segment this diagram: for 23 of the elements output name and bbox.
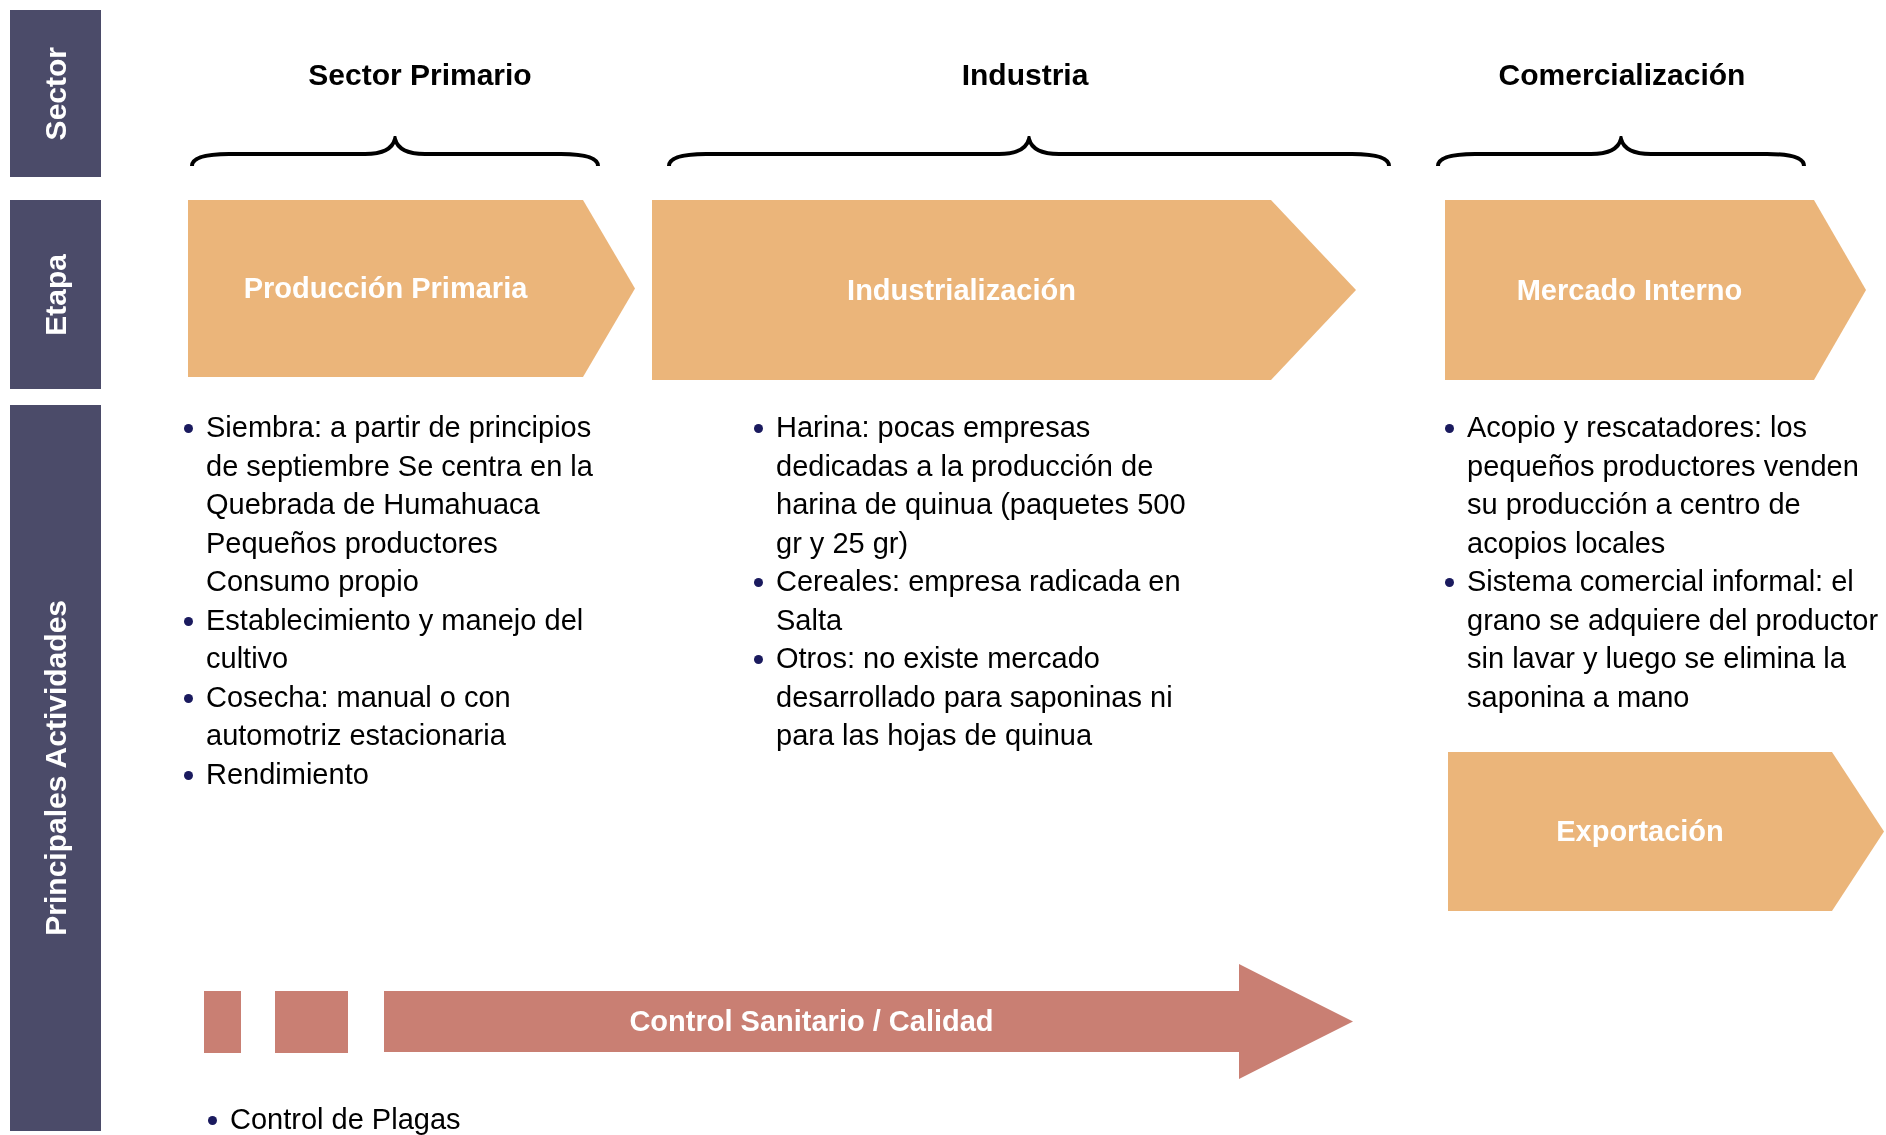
row-header-band: Etapa [10, 200, 101, 389]
stage-chevron: Producción Primaria [188, 200, 635, 377]
stage-chevron: Exportación [1448, 752, 1884, 911]
row-header-band: Principales Actividades [10, 405, 101, 1131]
bullet-item: Control de Plagas [204, 1100, 704, 1135]
bullet-item: Cereales: empresa radicada en Salta [750, 562, 1190, 639]
bullet-item: Otros: no existe mercado desarrollado para saponinas ni para las hojas de quinua [750, 639, 1190, 755]
bullet-item: Sistema comercial informal: el grano se adquiere del productor sin lavar y luego se elimina la saponina a mano [1441, 562, 1886, 716]
stage-chevron: Industrialización [652, 200, 1356, 380]
row-header-band: Sector [10, 10, 101, 177]
column-heading: Industria [960, 58, 1090, 92]
bullet-item: Acopio y rescatadores: los pequeños productores venden su producción a centro de acopios locales [1441, 408, 1886, 562]
column-heading: Sector Primario [307, 58, 533, 92]
dash-block [204, 991, 241, 1053]
arrow-band: Control Sanitario / Calidad [384, 964, 1353, 1079]
bullet-item: Cosecha: manual o con automotriz estacionaria [180, 677, 620, 755]
bullet-item: Establecimiento y manejo del cultivo [180, 600, 620, 678]
stage-chevron: Mercado Interno [1445, 200, 1866, 380]
dash-block [275, 991, 348, 1053]
bullet-item: Harina: pocas empresas dedicadas a la producción de harina de quinua (paquetes 500 gr y 25 gr) [750, 408, 1190, 562]
column-heading: Comercialización [1497, 58, 1747, 92]
bullet-item: Siembra: a partir de principios de septiembre Se centra en la Quebrada de Humahuaca Pequeños productores Consumo propio [180, 408, 620, 601]
bullet-item: Rendimiento [180, 754, 620, 793]
